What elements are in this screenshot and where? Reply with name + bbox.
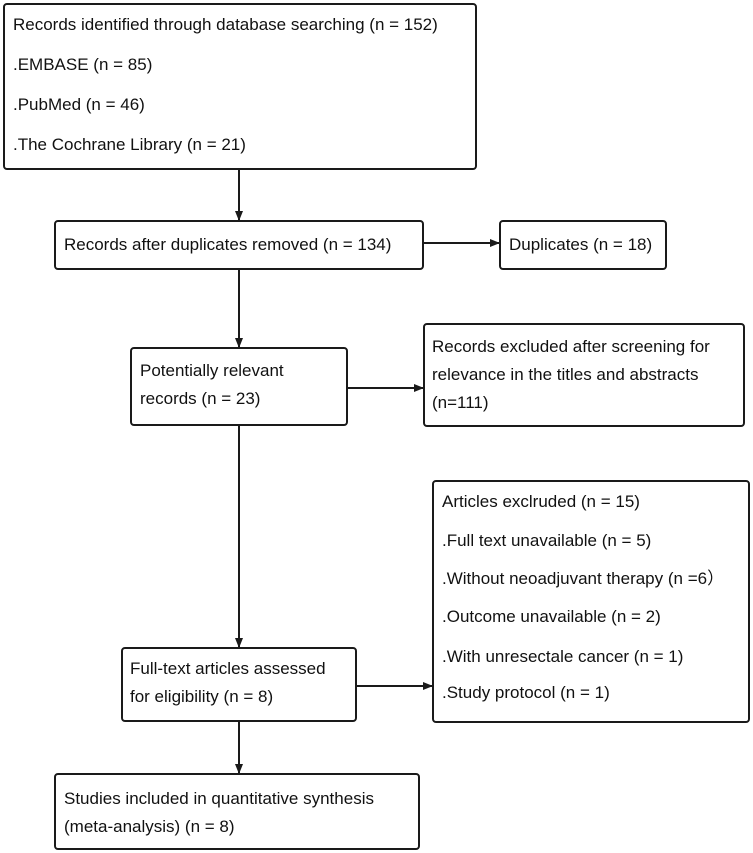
articles-excluded-title: Articles exclruded (n = 15)	[442, 492, 640, 511]
source-cochrane: .The Cochrane Library (n = 21)	[13, 135, 246, 154]
reason-unresectable-cancer: .With unresectale cancer (n = 1)	[442, 647, 684, 666]
potentially-relevant-line-2: records (n = 23)	[140, 389, 261, 408]
excluded-screening-line-1: Records excluded after screening for	[432, 337, 710, 356]
reason-without-neoadjuvant: .Without neoadjuvant therapy (n =6）	[442, 569, 725, 588]
included-line-1: Studies included in quantitative synthes…	[64, 789, 374, 808]
source-embase: .EMBASE (n = 85)	[13, 55, 153, 74]
studies-included-box: Studies included in quantitative synthes…	[54, 773, 420, 850]
full-text-assessed-text: Full-text articles assessed for eligibil…	[130, 655, 326, 711]
full-text-assessed-box: Full-text articles assessed for eligibil…	[121, 647, 357, 722]
records-identified-box: Records identified through database sear…	[3, 3, 477, 170]
articles-excluded-box: Articles exclruded (n = 15) .Full text u…	[432, 480, 750, 723]
records-after-duplicates-text: Records after duplicates removed (n = 13…	[64, 235, 392, 254]
excluded-screening-line-3: (n=111)	[432, 393, 489, 412]
full-text-line-2: for eligibility (n = 8)	[130, 687, 274, 706]
source-pubmed: .PubMed (n = 46)	[13, 95, 145, 114]
reason-study-protocol: .Study protocol (n = 1)	[442, 683, 610, 702]
full-text-line-1: Full-text articles assessed	[130, 659, 326, 678]
included-line-2: (meta-analysis) (n = 8)	[64, 817, 235, 836]
studies-included-text: Studies included in quantitative synthes…	[64, 785, 374, 841]
reason-full-text-unavailable: .Full text unavailable (n = 5)	[442, 531, 652, 550]
duplicates-text: Duplicates (n = 18)	[509, 235, 653, 254]
potentially-relevant-text: Potentially relevant records (n = 23)	[140, 357, 284, 413]
records-after-duplicates-box: Records after duplicates removed (n = 13…	[54, 220, 424, 270]
reason-outcome-unavailable: .Outcome unavailable (n = 2)	[442, 607, 661, 626]
potentially-relevant-line-1: Potentially relevant	[140, 361, 284, 380]
excluded-screening-line-2: relevance in the titles and abstracts	[432, 365, 699, 384]
records-identified-title: Records identified through database sear…	[13, 15, 438, 34]
potentially-relevant-box: Potentially relevant records (n = 23)	[130, 347, 348, 426]
duplicates-box: Duplicates (n = 18)	[499, 220, 667, 270]
records-excluded-screening-text: Records excluded after screening for rel…	[432, 333, 710, 417]
records-excluded-screening-box: Records excluded after screening for rel…	[423, 323, 745, 427]
